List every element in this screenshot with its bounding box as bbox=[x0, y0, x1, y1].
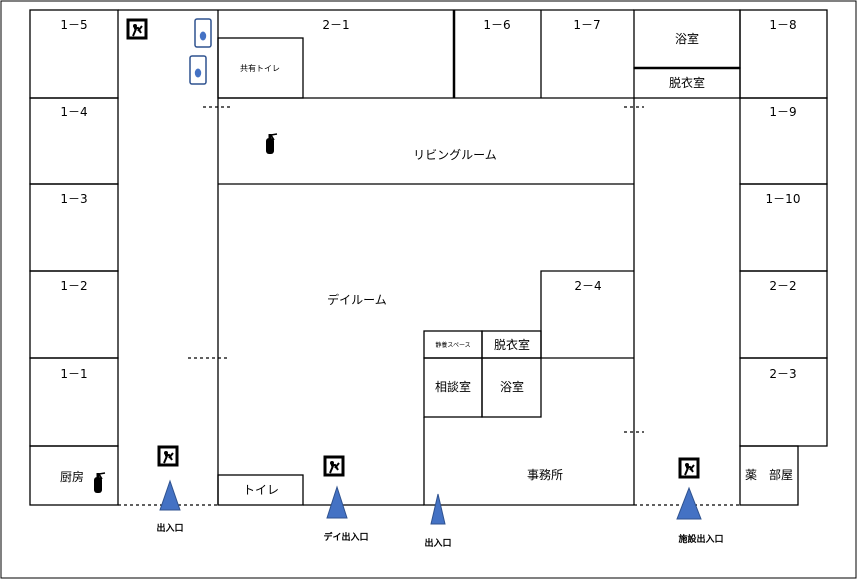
label-dressing-top: 脱衣室 bbox=[669, 75, 705, 90]
label-room-1-7: 1－7 bbox=[573, 18, 600, 32]
kitchen bbox=[29, 445, 119, 506]
label-bath-mid: 浴室 bbox=[500, 379, 524, 394]
entrance-center-marker bbox=[430, 493, 446, 525]
label-room-1-5: 1－5 bbox=[60, 18, 87, 32]
emergency-exit-icon bbox=[126, 18, 148, 40]
emergency-exit-icon bbox=[323, 455, 345, 477]
label-room-2-3: 2－3 bbox=[769, 367, 796, 381]
label-bath-top: 浴室 bbox=[675, 31, 699, 46]
label-dressing-mid: 脱衣室 bbox=[494, 337, 530, 352]
label-room-2-1: 2－1 bbox=[322, 18, 349, 32]
label-entrance-day: デイ出入口 bbox=[323, 531, 368, 543]
toilet-bottom bbox=[217, 474, 304, 506]
label-toilet-bottom: トイレ bbox=[243, 483, 279, 497]
bath-mid bbox=[481, 357, 542, 418]
door-marker-icon bbox=[194, 18, 212, 48]
pharmacy bbox=[739, 445, 799, 506]
label-shared-toilet: 共有トイレ bbox=[240, 63, 280, 73]
fire-extinguisher-icon bbox=[93, 472, 106, 494]
label-day-room: デイルーム bbox=[327, 292, 387, 307]
label-rest-space: 静養スペース bbox=[435, 341, 470, 349]
label-room-1-1: 1－1 bbox=[60, 367, 87, 381]
label-pharmacy: 薬 部屋 bbox=[745, 467, 793, 482]
label-room-1-6: 1－6 bbox=[483, 18, 510, 32]
door-marker-icon bbox=[189, 55, 207, 85]
emergency-exit-icon bbox=[157, 445, 179, 467]
label-office: 事務所 bbox=[527, 468, 563, 482]
label-entrance-center: 出入口 bbox=[424, 537, 451, 549]
label-room-1-10: 1－10 bbox=[766, 192, 801, 206]
emergency-exit-icon bbox=[678, 457, 700, 479]
fire-extinguisher-icon bbox=[265, 133, 278, 155]
entrance-left-marker bbox=[159, 479, 181, 511]
label-room-1-4: 1－4 bbox=[60, 105, 87, 119]
label-room-2-4: 2－4 bbox=[574, 279, 601, 293]
label-consult-room: 相談室 bbox=[435, 379, 471, 394]
label-entrance-left: 出入口 bbox=[156, 522, 183, 534]
label-kitchen: 厨房 bbox=[60, 469, 84, 484]
label-entrance-facility: 施設出入口 bbox=[678, 533, 723, 545]
label-room-1-9: 1－9 bbox=[769, 105, 796, 119]
label-room-1-3: 1－3 bbox=[60, 192, 87, 206]
label-room-2-2: 2－2 bbox=[769, 279, 796, 293]
entrance-facility-marker bbox=[676, 486, 702, 520]
shared-toilet bbox=[217, 37, 304, 99]
label-room-1-2: 1－2 bbox=[60, 279, 87, 293]
entrance-day-marker bbox=[326, 485, 348, 519]
label-living-room: リビングルーム bbox=[413, 148, 497, 162]
label-room-1-8: 1－8 bbox=[769, 18, 796, 32]
